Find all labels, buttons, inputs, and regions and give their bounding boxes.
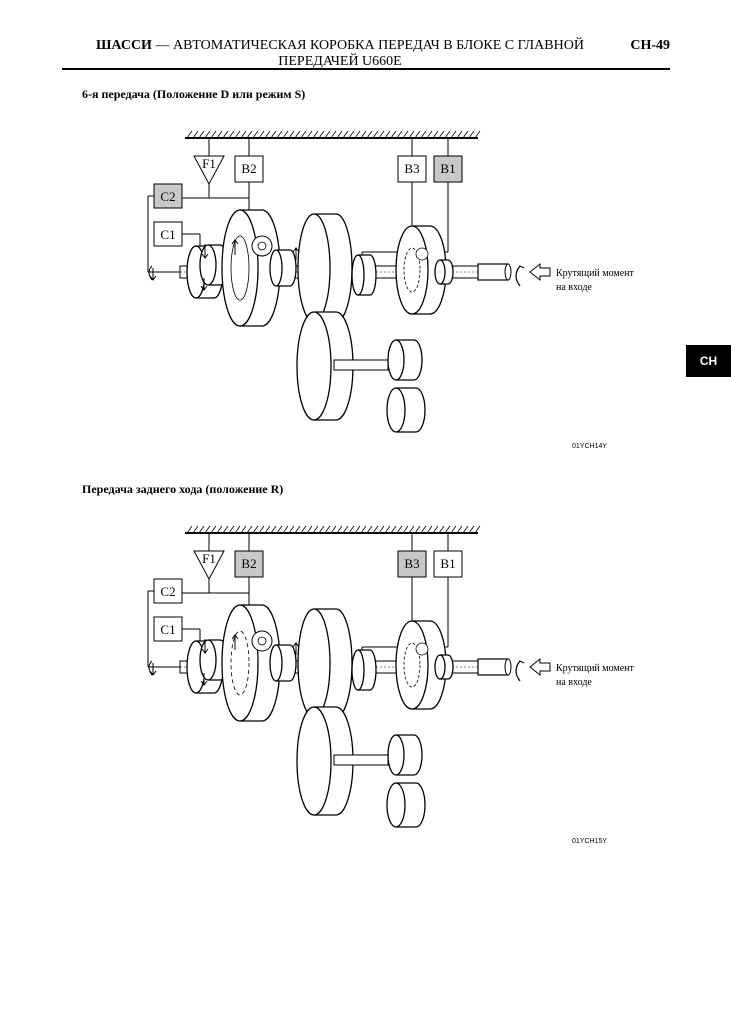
counter-drive-gear bbox=[297, 213, 353, 323]
rear-planetary-carrier bbox=[403, 247, 421, 293]
front-pinion-hub bbox=[257, 636, 267, 646]
f1-label: F1 bbox=[202, 551, 216, 566]
f1-label: F1 bbox=[202, 156, 216, 171]
c-rotation-arrow bbox=[148, 265, 153, 281]
rear-output-hub bbox=[434, 654, 454, 680]
front-sun-gear bbox=[269, 644, 297, 682]
torque-label-line2: на входе bbox=[556, 282, 592, 293]
rotation-arrow bbox=[200, 278, 208, 291]
header-title-line2: ПЕРЕДАЧЕЙ U660E bbox=[278, 54, 402, 69]
counter-drive-gear bbox=[297, 608, 353, 718]
rotation-arrow bbox=[200, 673, 208, 686]
input-shaft-end bbox=[477, 263, 509, 281]
input-rotation-arrowhead bbox=[516, 660, 525, 666]
rotation-arrow bbox=[292, 642, 300, 655]
rotation-arrow bbox=[201, 244, 209, 259]
c1-label: C1 bbox=[160, 227, 175, 242]
front-sun-gear bbox=[269, 249, 297, 287]
rear-output-hub bbox=[434, 259, 454, 285]
f1-one-way-clutch: F1 bbox=[193, 155, 225, 186]
page-number: CH-49 bbox=[630, 38, 670, 53]
rear-pinion-gear bbox=[415, 642, 429, 656]
b2-label: B2 bbox=[241, 556, 256, 571]
torque-label-line1: Крутящий момент bbox=[556, 268, 635, 279]
differential-ring-gear bbox=[386, 387, 426, 433]
input-shaft-cap bbox=[504, 263, 512, 281]
drive-pinion bbox=[387, 339, 423, 381]
b3-element: B3 bbox=[397, 550, 427, 578]
rotation-arrow bbox=[149, 663, 157, 676]
counter-shaft bbox=[333, 754, 389, 766]
rotation-arrow bbox=[231, 634, 239, 650]
c2-label: C2 bbox=[160, 584, 175, 599]
figure-1-title: 6-я передача (Положение D или режим S) bbox=[82, 87, 306, 101]
b1-element: B1 bbox=[433, 550, 463, 578]
header-title-bold: ШАССИ bbox=[96, 38, 152, 53]
rear-sun-gear bbox=[351, 254, 377, 296]
input-rotation-arrowhead bbox=[516, 265, 525, 271]
b3-label: B3 bbox=[404, 161, 419, 176]
c2-element: C2 bbox=[153, 183, 183, 209]
front-planetary-carrier bbox=[230, 630, 250, 696]
section-tab: CH bbox=[686, 345, 731, 377]
differential-ring-gear bbox=[386, 782, 426, 828]
rotation-arrow bbox=[231, 239, 239, 255]
torque-label-line1: Крутящий момент bbox=[556, 663, 635, 674]
figure-2-code: 01YCH15Y bbox=[572, 838, 608, 845]
b1-label: B1 bbox=[440, 161, 455, 176]
c2-element: C2 bbox=[153, 578, 183, 604]
header-title-rest: — АВТОМАТИЧЕСКАЯ КОРОБКА ПЕРЕДАЧ В БЛОКЕ… bbox=[151, 38, 584, 53]
b2-element: B2 bbox=[234, 550, 264, 578]
front-planetary-ring bbox=[221, 209, 281, 327]
torque-label-line2: на входе bbox=[556, 677, 592, 688]
housing-ground bbox=[185, 130, 481, 139]
c2-label: C2 bbox=[160, 189, 175, 204]
counter-shaft bbox=[333, 359, 389, 371]
input-shaft-end bbox=[477, 658, 509, 676]
input-torque-arrow bbox=[529, 262, 551, 282]
b3-label: B3 bbox=[404, 556, 419, 571]
rotation-arrow bbox=[201, 639, 209, 654]
front-planetary-carrier bbox=[230, 235, 250, 301]
f1-one-way-clutch: F1 bbox=[193, 550, 225, 581]
b1-label: B1 bbox=[440, 556, 455, 571]
page-header-title: ШАССИ — АВТОМАТИЧЕСКАЯ КОРОБКА ПЕРЕДАЧ В… bbox=[60, 38, 620, 70]
figure-2-title: Передача заднего хода (положение R) bbox=[82, 482, 284, 496]
rear-pinion-gear bbox=[415, 247, 429, 261]
rotation-arrow bbox=[292, 247, 300, 260]
b2-element: B2 bbox=[234, 155, 264, 183]
c-rotation-arrow bbox=[148, 660, 153, 676]
rotation-arrow bbox=[149, 268, 157, 281]
c1-label: C1 bbox=[160, 622, 175, 637]
header-rule bbox=[62, 68, 670, 70]
rear-planetary-carrier bbox=[403, 642, 421, 688]
input-torque-arrow bbox=[529, 657, 551, 677]
rear-sun-gear bbox=[351, 649, 377, 691]
drive-pinion bbox=[387, 734, 423, 776]
c1-element: C1 bbox=[153, 221, 183, 247]
figure-1-code: 01YCH14Y bbox=[572, 443, 608, 450]
b3-element: B3 bbox=[397, 155, 427, 183]
b1-element: B1 bbox=[433, 155, 463, 183]
input-shaft-cap bbox=[504, 658, 512, 676]
front-pinion-hub bbox=[257, 241, 267, 251]
b2-label: B2 bbox=[241, 161, 256, 176]
c1-element: C1 bbox=[153, 616, 183, 642]
housing-ground bbox=[185, 525, 481, 534]
